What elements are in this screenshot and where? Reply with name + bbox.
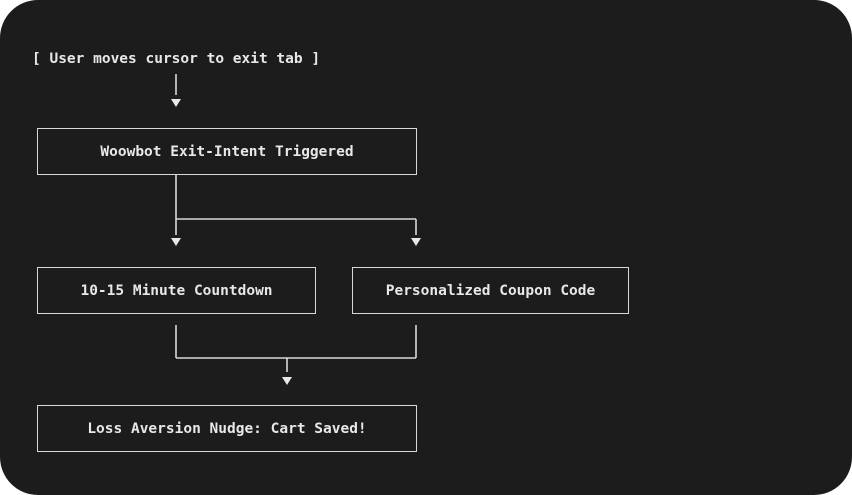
arrowhead-exit-intent [171,99,181,107]
trigger-label: [ User moves cursor to exit tab ] [32,51,321,67]
node-exit-intent: Woowbot Exit-Intent Triggered [37,128,417,175]
arrowhead-loss-aversion [282,377,292,385]
node-loss-aversion: Loss Aversion Nudge: Cart Saved! [37,405,417,452]
arrowhead-coupon [411,238,421,246]
node-countdown-label: 10-15 Minute Countdown [80,282,273,299]
node-coupon-label: Personalized Coupon Code [385,282,596,299]
node-coupon: Personalized Coupon Code [352,267,629,314]
arrowhead-countdown [171,238,181,246]
node-countdown: 10-15 Minute Countdown [37,267,316,314]
node-exit-intent-label: Woowbot Exit-Intent Triggered [100,143,354,160]
node-loss-aversion-label: Loss Aversion Nudge: Cart Saved! [87,420,367,437]
